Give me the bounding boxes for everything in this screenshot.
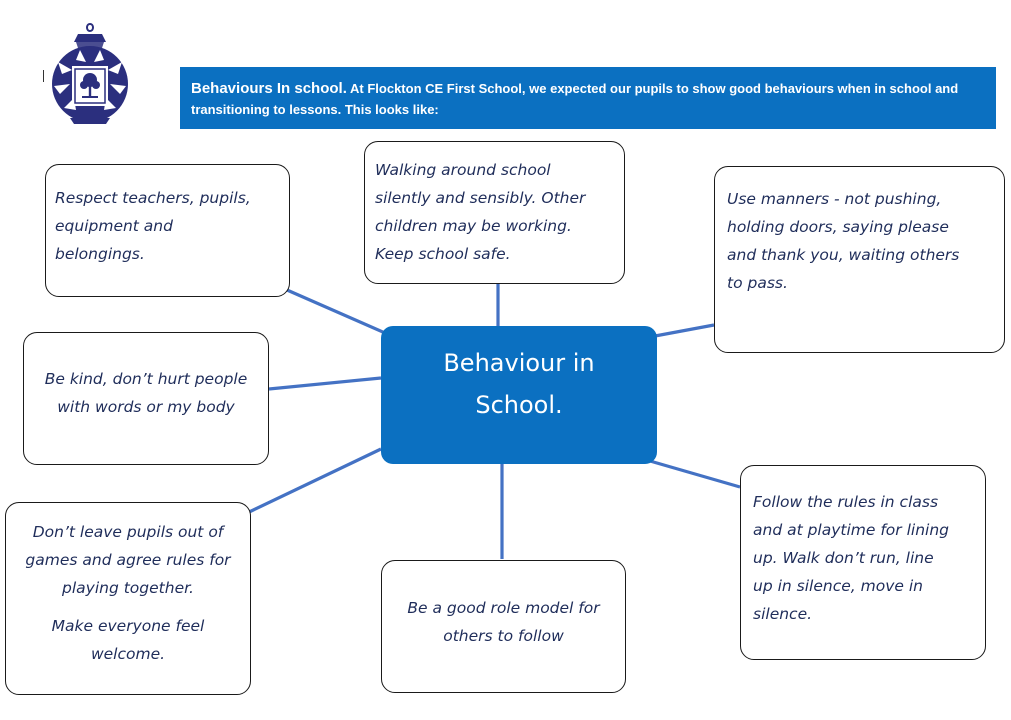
node-text-line: belongings.	[55, 245, 145, 263]
node-text-line: to pass.	[727, 274, 788, 292]
node-text-line: Follow the rules in class	[753, 493, 939, 511]
node-text-line: silently and sensibly. Other	[375, 189, 586, 207]
node-text-line: and thank you, waiting others	[727, 246, 960, 264]
node-text-line: playing together.	[62, 579, 194, 597]
header-banner: Behaviours In school. At Flockton CE Fir…	[180, 67, 996, 129]
node-text-line: Don’t leave pupils out of	[32, 523, 224, 541]
connector-kind	[268, 376, 382, 391]
node-text-line: Use manners - not pushing,	[727, 190, 942, 208]
text-cursor-mark	[43, 70, 44, 82]
node-text-line: and at playtime for lining	[753, 521, 949, 539]
node-text-line: up. Walk don’t run, line	[753, 549, 934, 567]
node-text-line: Respect teachers, pupils,	[55, 189, 251, 207]
connector-include	[246, 447, 382, 515]
node-text-line: with words or my body	[57, 398, 235, 416]
node-text-line: Keep school safe.	[375, 245, 511, 263]
connector-rules	[649, 459, 741, 489]
node-be-kind: Be kind, don’t hurt people with words or…	[23, 332, 269, 465]
connector-manners	[654, 323, 715, 338]
node-text-line: Be a good role model for	[407, 599, 600, 617]
node-text-line: others to follow	[443, 627, 564, 645]
node-text-line: holding doors, saying please	[727, 218, 949, 236]
connector-respect	[286, 288, 386, 335]
central-node: Behaviour in School.	[381, 326, 657, 464]
node-manners: Use manners - not pushing, holding doors…	[714, 166, 1005, 353]
node-text-line: welcome.	[90, 645, 166, 663]
central-node-line-1: Behaviour in	[443, 349, 595, 377]
central-node-line-2: School.	[475, 391, 563, 419]
node-text-line: Be kind, don’t hurt people	[44, 370, 248, 388]
node-role-model: Be a good role model for others to follo…	[381, 560, 626, 693]
node-text-line: Walking around school	[375, 161, 551, 179]
banner-text: At Flockton CE First School, we expected…	[191, 81, 959, 117]
school-lantern-logo-icon	[52, 22, 128, 124]
node-text-line: Make everyone feel	[51, 617, 205, 635]
node-follow-rules: Follow the rules in class and at playtim…	[740, 465, 986, 660]
node-text-line: equipment and	[55, 217, 173, 235]
node-text-line: children may be working.	[375, 217, 572, 235]
banner-title: Behaviours In school.	[191, 80, 347, 97]
node-text-line: up in silence, move in	[753, 577, 923, 595]
node-include-everyone: Don’t leave pupils out of games and agre…	[5, 502, 251, 695]
node-text-line: silence.	[753, 605, 813, 623]
node-walking: Walking around school silently and sensi…	[364, 141, 625, 284]
node-respect: Respect teachers, pupils, equipment and …	[45, 164, 290, 297]
node-text-line: games and agree rules for	[25, 551, 231, 569]
